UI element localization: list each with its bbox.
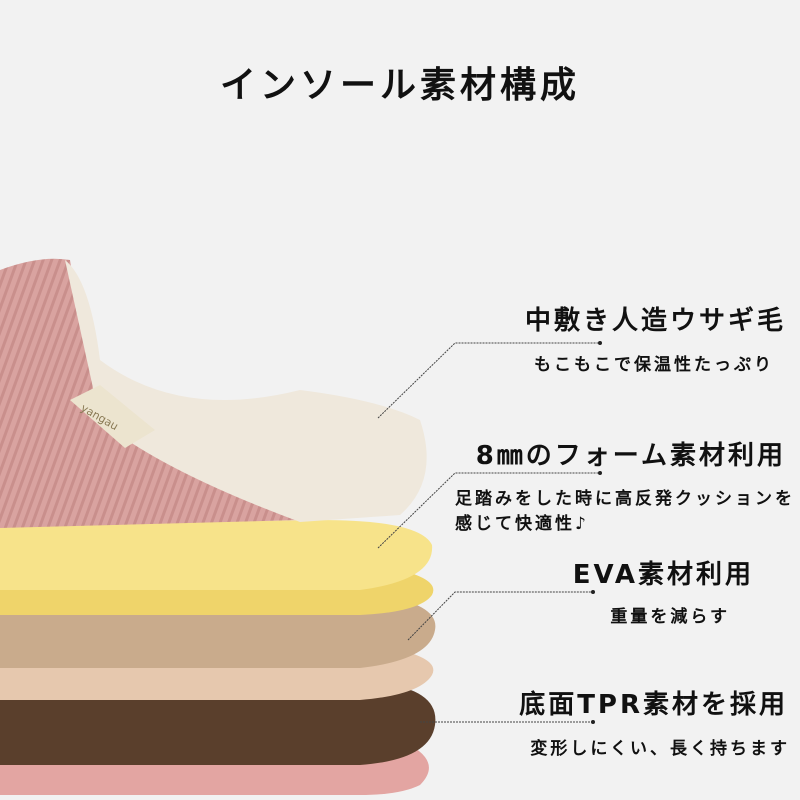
feature-heading-eva: EVA素材利用 [572,560,754,590]
corduroy-upper [0,258,300,528]
leader-line-1 [377,342,600,419]
feature-sub-foam-2: 感じて快適性♪ [455,514,589,534]
brand-tag [70,385,155,448]
leader-line-3 [407,591,593,641]
feature-sub-fur: もこもこで保温性たっぷり [534,355,774,375]
feature-sub-tpr: 変形しにくい、長く持ちます [530,739,790,759]
foam-layer [0,520,433,590]
page-title: インソール素材構成 [219,65,580,106]
feature-heading-tpr: 底面TPR素材を採用 [519,690,788,720]
leader-line-2 [377,472,600,549]
feature-sub-foam-1: 足踏みをした時に高反発クッションを [455,489,795,509]
feature-heading-fur: 中敷き人造ウサギ毛 [524,306,786,336]
fur-lining [65,260,427,522]
tpr-layer [0,683,436,765]
feature-sub-eva: 重量を減らす [610,607,730,627]
feature-heading-foam: 8㎜のフォーム素材利用 [475,441,786,471]
